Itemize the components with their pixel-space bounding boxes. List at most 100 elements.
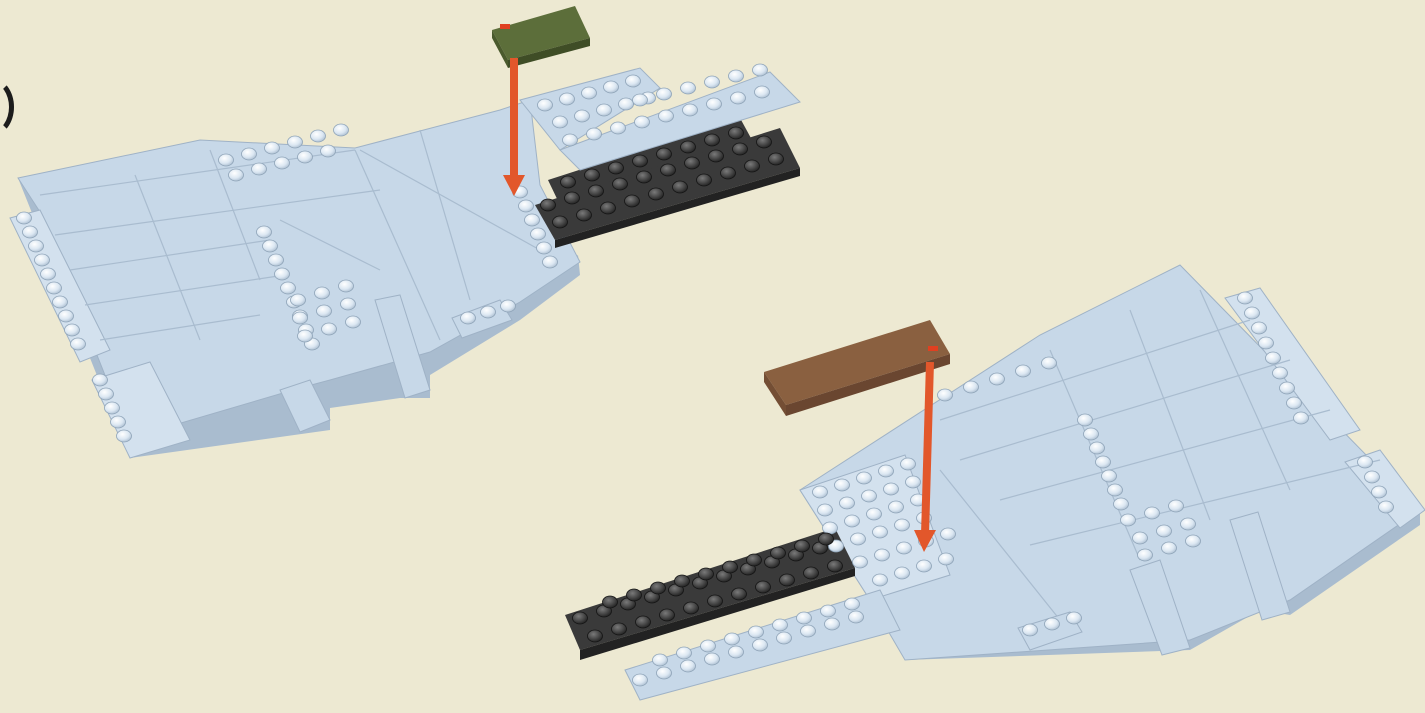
light-stud: [315, 287, 330, 299]
light-stud: [219, 154, 234, 166]
light-stud: [582, 87, 597, 99]
dark-stud: [657, 148, 672, 160]
light-stud: [1273, 367, 1288, 379]
light-stud: [777, 632, 792, 644]
light-stud: [322, 323, 337, 335]
light-stud: [59, 310, 74, 322]
light-stud: [288, 136, 303, 148]
light-stud: [99, 388, 114, 400]
light-stud: [857, 472, 872, 484]
dark-stud: [636, 616, 651, 628]
light-stud: [531, 228, 546, 240]
light-stud: [537, 242, 552, 254]
dark-stud: [660, 609, 675, 621]
light-stud: [659, 110, 674, 122]
light-stud: [543, 256, 558, 268]
light-stud: [560, 93, 575, 105]
dark-stud: [585, 169, 600, 181]
light-stud: [93, 374, 108, 386]
light-stud: [563, 134, 578, 146]
light-stud: [755, 86, 770, 98]
dark-stud: [649, 188, 664, 200]
light-stud: [633, 94, 648, 106]
brown-tile: [764, 320, 950, 416]
light-stud: [1108, 484, 1123, 496]
light-stud: [845, 598, 860, 610]
light-stud: [853, 556, 868, 568]
dark-stud: [588, 630, 603, 642]
light-stud: [229, 169, 244, 181]
light-stud: [321, 145, 336, 157]
light-stud: [604, 81, 619, 93]
light-stud: [633, 674, 648, 686]
dark-stud: [681, 141, 696, 153]
light-stud: [269, 254, 284, 266]
light-stud: [635, 116, 650, 128]
light-stud: [275, 268, 290, 280]
light-stud: [23, 226, 38, 238]
light-stud: [653, 654, 668, 666]
light-stud: [1133, 532, 1148, 544]
light-stud: [753, 64, 768, 76]
light-stud: [17, 212, 32, 224]
light-stud: [701, 640, 716, 652]
light-stud: [53, 296, 68, 308]
light-stud: [1259, 337, 1274, 349]
light-stud: [334, 124, 349, 136]
light-stud: [867, 508, 882, 520]
dark-stud: [609, 162, 624, 174]
light-stud: [801, 625, 816, 637]
light-stud: [1078, 414, 1093, 426]
light-stud: [117, 430, 132, 442]
light-stud: [906, 476, 921, 488]
light-stud: [821, 605, 836, 617]
dark-stud: [577, 209, 592, 221]
light-stud: [252, 163, 267, 175]
light-stud: [298, 330, 313, 342]
light-stud: [1280, 382, 1295, 394]
light-stud: [901, 458, 916, 470]
dark-stud: [732, 588, 747, 600]
light-stud: [553, 116, 568, 128]
light-stud: [1016, 365, 1031, 377]
light-stud: [257, 226, 272, 238]
light-stud: [917, 560, 932, 572]
light-stud: [707, 98, 722, 110]
light-stud: [481, 306, 496, 318]
light-stud: [1186, 535, 1201, 547]
light-stud: [683, 104, 698, 116]
light-stud: [731, 92, 746, 104]
light-stud: [317, 305, 332, 317]
dark-stud: [589, 185, 604, 197]
light-stud: [525, 214, 540, 226]
light-stud: [341, 298, 356, 310]
light-stud: [729, 70, 744, 82]
light-stud: [538, 99, 553, 111]
light-stud: [873, 526, 888, 538]
light-stud: [725, 633, 740, 645]
light-stud: [105, 402, 120, 414]
light-stud: [619, 98, 634, 110]
dark-stud: [769, 153, 784, 165]
dark-stud: [795, 540, 810, 552]
dark-stud: [756, 581, 771, 593]
light-stud: [263, 240, 278, 252]
light-stud: [681, 82, 696, 94]
dark-stud: [613, 178, 628, 190]
light-stud: [1145, 507, 1160, 519]
light-stud: [705, 76, 720, 88]
light-stud: [941, 528, 956, 540]
light-stud: [339, 280, 354, 292]
light-stud: [1090, 442, 1105, 454]
light-stud: [519, 200, 534, 212]
dark-stud: [603, 596, 618, 608]
light-stud: [879, 465, 894, 477]
light-stud: [611, 122, 626, 134]
dark-stud: [729, 127, 744, 139]
dark-stud: [804, 567, 819, 579]
light-stud: [681, 660, 696, 672]
dark-stud: [565, 192, 580, 204]
light-stud: [1266, 352, 1281, 364]
dark-stud: [819, 533, 834, 545]
light-stud: [835, 479, 850, 491]
